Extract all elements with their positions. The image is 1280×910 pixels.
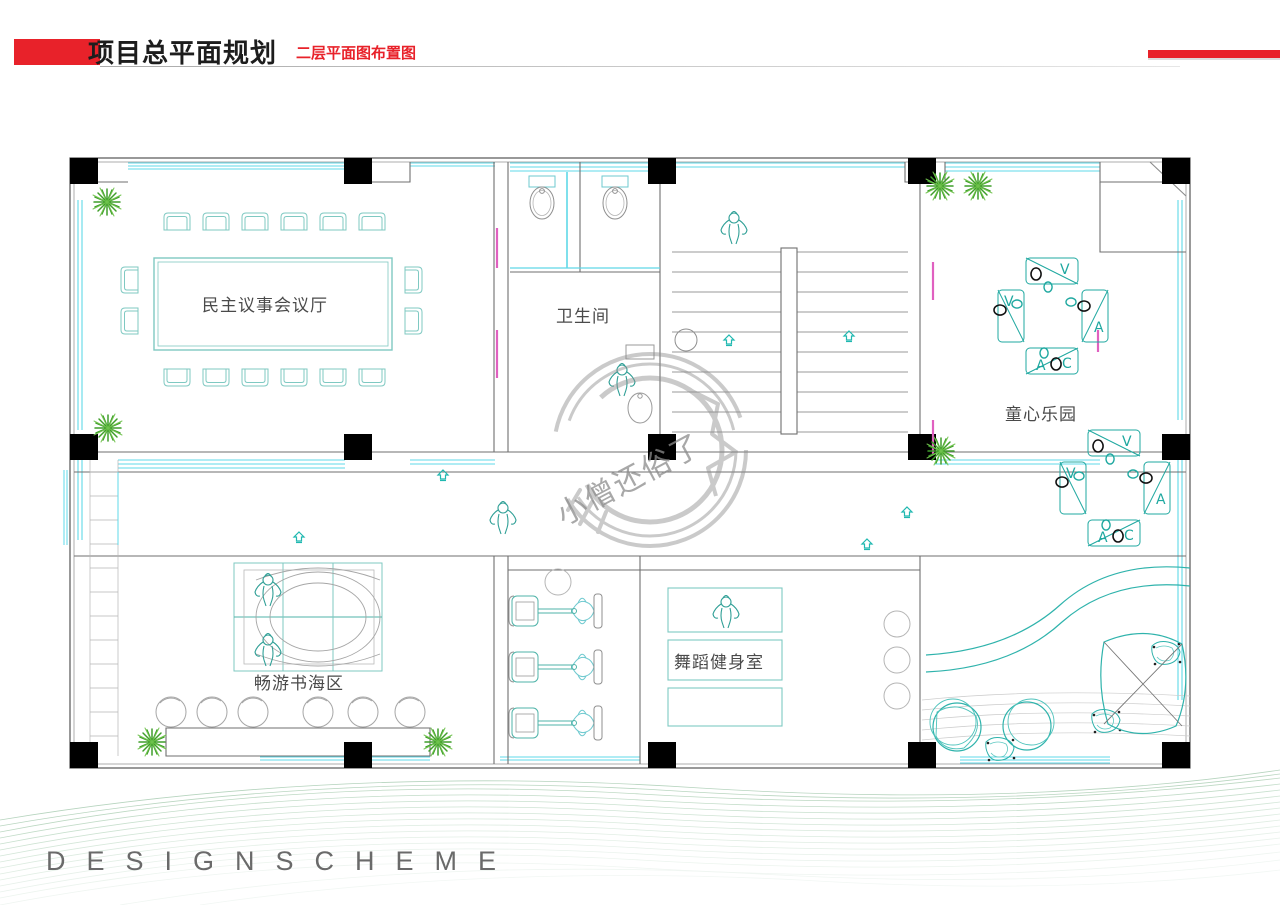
page-title: 项目总平面规划 <box>88 39 278 69</box>
conference-table <box>153 257 393 351</box>
footer-design-scheme-text: DESIGNSCHEME <box>46 846 518 876</box>
room-label-reading-area: 畅游书海区 <box>254 674 344 694</box>
page-header: 项目总平面规划 二层平面图布置图 <box>0 0 1280 90</box>
conference-chairs-bottom <box>163 368 386 387</box>
landscape-planters <box>929 698 1055 752</box>
dance-room-figure <box>712 594 740 629</box>
interior-walls <box>74 161 1187 764</box>
kids-desk-cluster-lower <box>1055 429 1171 547</box>
room-label-conference: 民主议事会议厅 <box>202 296 328 316</box>
header-accent-block <box>14 39 100 65</box>
stair-newel <box>674 328 698 352</box>
direction-markers <box>293 330 913 551</box>
partition-accent <box>495 228 1100 455</box>
room-label-dance-fitness: 舞蹈健身室 <box>674 653 764 673</box>
structural-columns <box>70 158 1190 768</box>
restroom-fixtures <box>510 172 660 269</box>
wall-detail-ticks <box>89 460 119 756</box>
header-accent-bar <box>1148 50 1280 58</box>
left-wall-glazing <box>63 470 119 545</box>
reading-sofa-group <box>233 562 383 672</box>
header-accent-bar-shadow <box>1148 58 1280 60</box>
stair-railing <box>780 247 798 435</box>
exterior-walls <box>69 157 1191 769</box>
landscape-cushions <box>985 641 1182 762</box>
landscape-big-cushion <box>1100 632 1187 735</box>
room-label-kids-paradise: 童心乐园 <box>1005 405 1077 425</box>
page-footer <box>0 760 1280 906</box>
window-glazing <box>77 162 1183 764</box>
header-divider <box>100 66 1180 67</box>
conference-chairs-right <box>404 266 423 335</box>
kids-desk-cluster-upper <box>993 257 1109 375</box>
dance-room-circles <box>883 610 911 710</box>
conference-chairs-top <box>163 212 386 231</box>
dance-room-panels <box>667 587 783 727</box>
restroom-sink <box>625 344 655 424</box>
page-subtitle: 二层平面图布置图 <box>296 44 417 62</box>
reading-stools <box>155 696 426 728</box>
reading-sofa-arcs <box>255 567 381 667</box>
room-label-restroom: 卫生间 <box>556 307 610 327</box>
conference-chairs-left <box>120 266 139 335</box>
gym-ball <box>544 568 572 596</box>
gym-equipment <box>508 593 603 741</box>
landscape-paths <box>925 566 1191 673</box>
